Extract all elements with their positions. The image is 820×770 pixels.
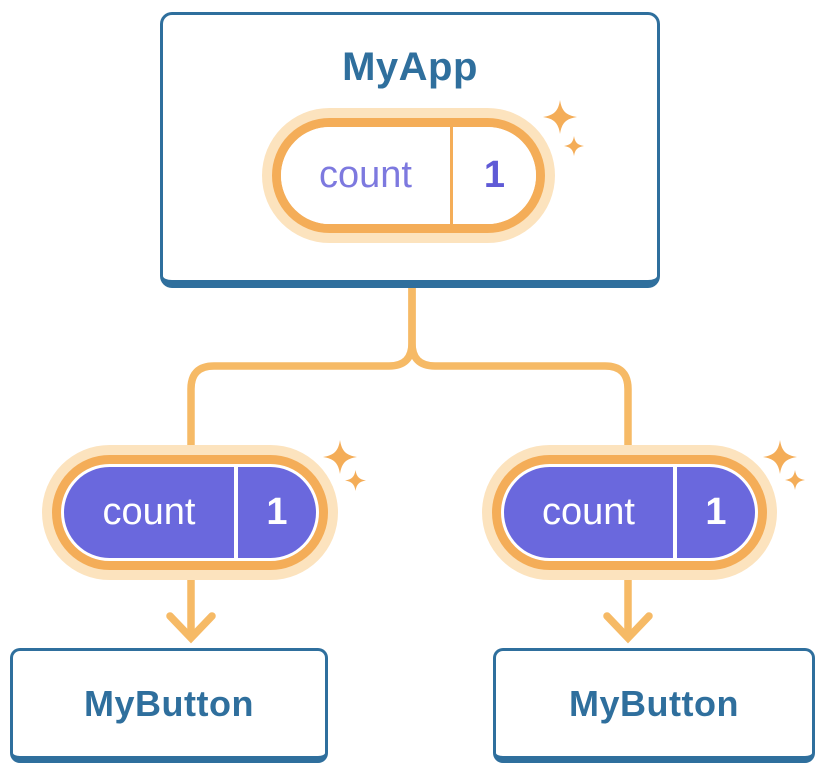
- sparkle-icon: [323, 440, 357, 474]
- root-state-value-cell: 1: [453, 127, 536, 224]
- state-name-label: count: [319, 154, 412, 196]
- pill-divider: [450, 127, 453, 224]
- left-child-state-pill: count 1: [52, 455, 328, 570]
- state-value-label: 1: [705, 491, 727, 533]
- state-name-label: count: [102, 491, 196, 533]
- right-child-component-name: MyButton: [569, 682, 739, 724]
- sparkle-icon: [763, 440, 797, 474]
- root-component-name: MyApp: [342, 45, 478, 89]
- sparkle-icon: [345, 470, 366, 491]
- state-value-label: 1: [483, 154, 506, 196]
- left-child-component-name: MyButton: [84, 682, 254, 724]
- left-child-component-card: MyButton: [10, 648, 328, 763]
- left-state-name-cell: count: [64, 467, 234, 558]
- connector-root-to-left: [187, 288, 416, 470]
- state-value-label: 1: [266, 491, 288, 533]
- left-state-value-cell: 1: [238, 467, 316, 558]
- connector-root-to-right: [408, 288, 632, 470]
- arrow-left-head: [166, 612, 216, 644]
- pill-divider: [673, 467, 677, 558]
- right-child-state-pill: count 1: [492, 455, 767, 570]
- state-name-label: count: [542, 491, 635, 533]
- sparkle-icon: [564, 136, 584, 156]
- pill-divider: [234, 467, 238, 558]
- arrow-right-head: [603, 612, 653, 644]
- root-state-pill: count 1: [272, 118, 545, 233]
- right-state-value-cell: 1: [677, 467, 755, 558]
- right-child-component-card: MyButton: [493, 648, 815, 763]
- root-component-card: MyApp: [160, 12, 660, 288]
- right-state-name-cell: count: [504, 467, 673, 558]
- sparkle-icon: [785, 470, 805, 490]
- sparkle-icon: [543, 100, 577, 134]
- root-state-name-cell: count: [281, 127, 450, 224]
